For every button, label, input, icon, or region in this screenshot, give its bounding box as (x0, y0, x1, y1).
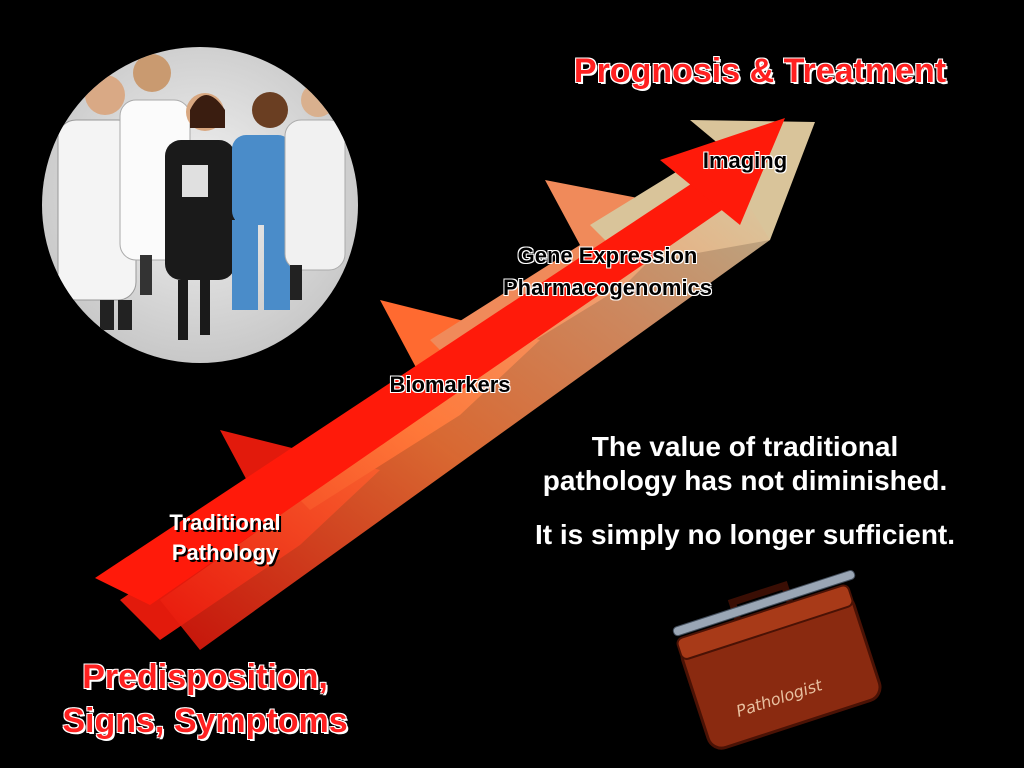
message-block: The value of traditional pathology has n… (470, 430, 1020, 552)
stage-label-imaging: Imaging (702, 148, 788, 173)
stage-label-line1: Gene Expression (517, 243, 698, 268)
message-line2: pathology has not diminished. (542, 465, 948, 496)
stage-label-biomarkers: Biomarkers (389, 372, 511, 397)
predisposition-title-line2: Signs, Symptoms (62, 702, 348, 740)
stage-label-line1: Traditional (169, 510, 281, 535)
message-line3: It is simply no longer sufficient. (534, 519, 956, 550)
predisposition-title: Predisposition, Signs, Symptoms (20, 655, 390, 743)
message-line1: The value of traditional (591, 431, 899, 462)
prognosis-title: Prognosis & Treatment (573, 52, 947, 90)
predisposition-title-line1: Predisposition, (82, 658, 328, 696)
stage-label-line2: Pathology (171, 540, 279, 565)
stage-label-line2: Pharmacogenomics (502, 275, 713, 300)
stage-label-traditional-pathology: Traditional Pathology (120, 508, 330, 568)
stage-label-gene-expression: Gene Expression Pharmacogenomics (455, 240, 760, 304)
main-arrow (95, 118, 785, 605)
